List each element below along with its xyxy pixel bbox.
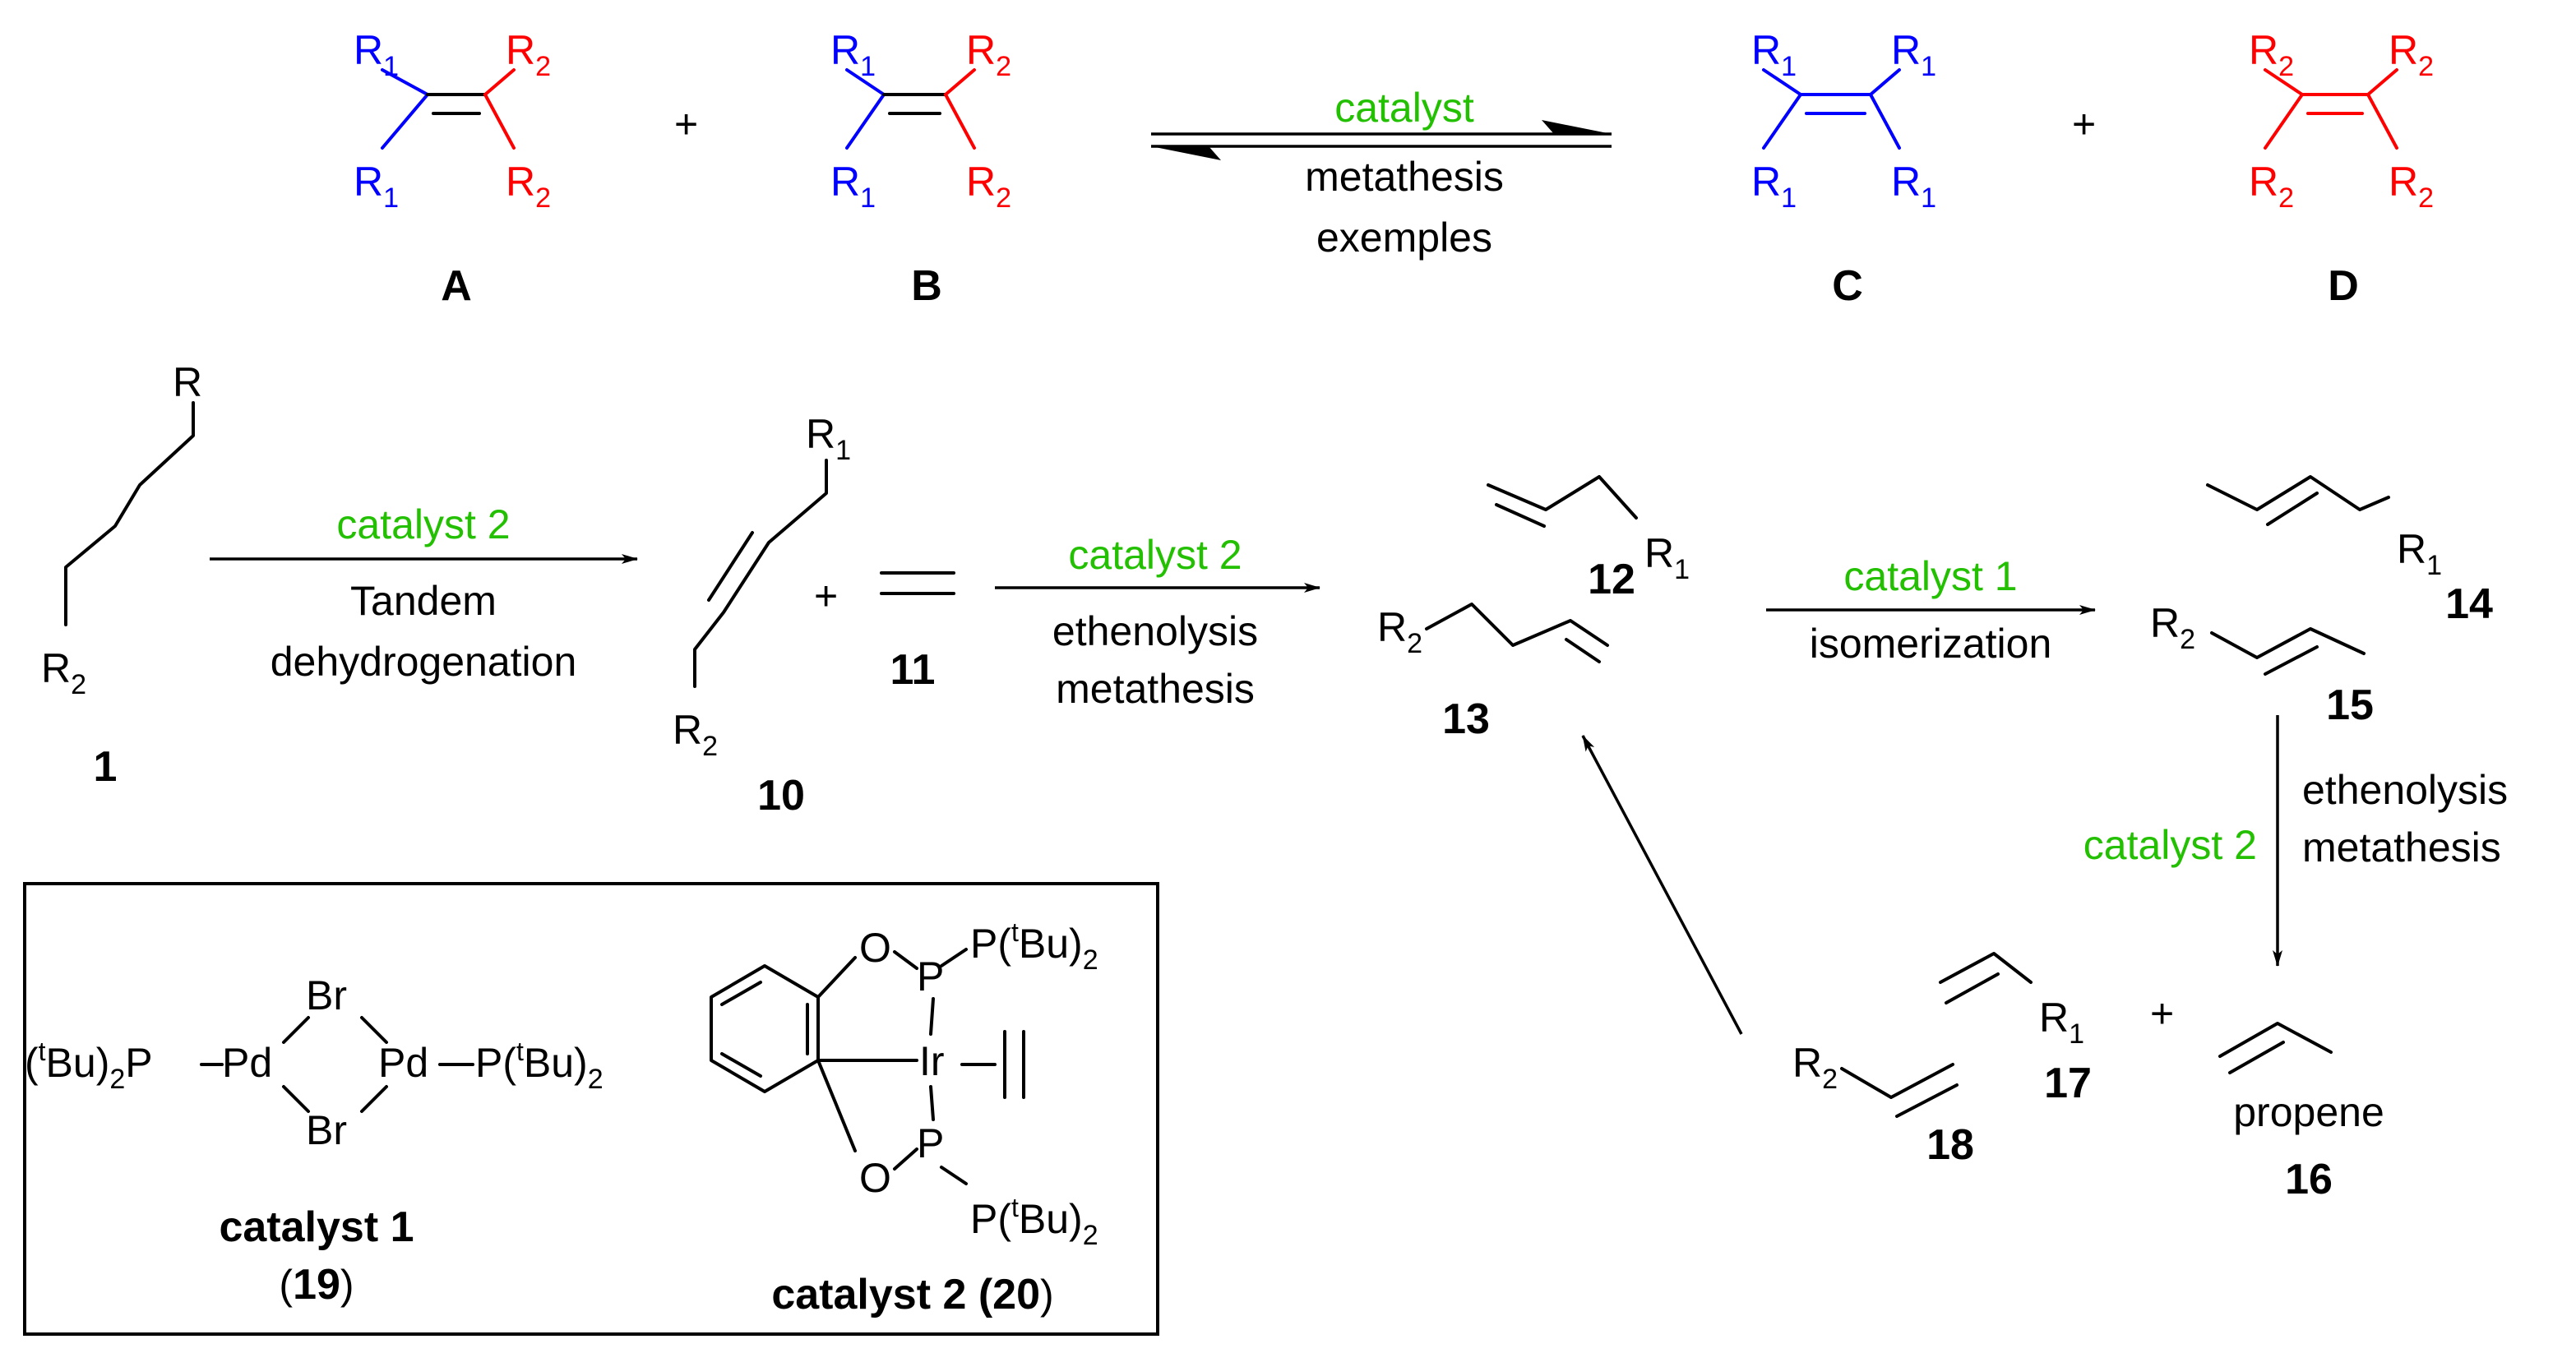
svg-text:R2: R2: [2389, 159, 2434, 214]
svg-text:R2: R2: [506, 159, 551, 214]
svg-text:P: P: [917, 1120, 944, 1166]
r2-metathesis-label: metathesis: [1056, 666, 1255, 712]
svg-text:R1: R1: [354, 27, 399, 82]
svg-text:P(tBu)2: P(tBu)2: [475, 1037, 604, 1095]
compound-17: R1: [1939, 952, 2084, 1050]
group-R1: R: [354, 27, 383, 73]
svg-text:R2: R2: [41, 645, 86, 700]
r4-metathesis-label: metathesis: [2302, 824, 2501, 870]
svg-text:R1: R1: [2397, 526, 2442, 581]
svg-text:R1: R1: [1751, 159, 1797, 214]
svg-text:R1: R1: [2039, 995, 2084, 1050]
svg-text:R2: R2: [966, 159, 1011, 214]
svg-text:R1: R1: [830, 27, 876, 82]
compound-12: R1: [1487, 475, 1690, 585]
molecule-B: R1 R1 R2 R2: [830, 27, 1011, 214]
propene-label: propene: [2233, 1089, 2384, 1135]
molecule-C: R1 R1 R1 R1: [1751, 27, 1936, 214]
r1-tandem-label: Tandem: [350, 578, 497, 624]
r4-catalyst-label: catalyst 2: [2083, 822, 2257, 868]
plus-sign: +: [2072, 101, 2096, 147]
r4-ethenolysis-label: ethenolysis: [2302, 767, 2508, 813]
compound-16-propene: [2218, 1022, 2333, 1074]
molecule-A: R1 R1 R2 R2: [354, 27, 551, 214]
catalyst-1-number: (19): [279, 1261, 354, 1309]
svg-text:R1: R1: [830, 159, 876, 214]
svg-text:Br: Br: [306, 972, 347, 1018]
svg-text:Pd: Pd: [378, 1040, 428, 1086]
compound-10-alkene: R1 R2: [673, 411, 851, 762]
compound-15: R2: [2150, 600, 2366, 676]
catalyst-box: [23, 882, 1159, 1336]
label-compound-18: 18: [1926, 1121, 1974, 1169]
svg-text:P(tBu)2: P(tBu)2: [970, 917, 1098, 976]
label-A: A: [441, 262, 472, 310]
svg-text:R2: R2: [2249, 159, 2294, 214]
label-compound-16: 16: [2285, 1156, 2333, 1203]
svg-text:Pd: Pd: [222, 1040, 272, 1086]
compound-13: R2: [1377, 603, 1609, 663]
svg-text:R2: R2: [966, 27, 1011, 82]
catalyst-2-structure: O P P(tBu)2 Ir O P P(tBu)2: [710, 917, 1098, 1251]
label-compound-13: 13: [1442, 695, 1490, 743]
molecule-D: R2 R2 R2 R2: [2249, 27, 2434, 214]
top-metathesis-label: metathesis: [1305, 154, 1504, 200]
compound-14: R1: [2206, 475, 2442, 581]
catalyst-1-structure: (tBu)2P Pd Br Br Pd P(tBu)2: [25, 972, 604, 1153]
svg-text:Br: Br: [306, 1107, 347, 1153]
svg-text:R2: R2: [673, 707, 718, 762]
svg-text:R1: R1: [1891, 159, 1936, 214]
label-compound-1: 1: [94, 743, 118, 791]
svg-text:R1: R1: [806, 411, 851, 466]
svg-text:R2: R2: [2150, 600, 2195, 655]
label-B: B: [911, 262, 942, 310]
label-compound-15: 15: [2326, 681, 2374, 729]
label-compound-17: 17: [2044, 1060, 2092, 1107]
group-R2: R: [506, 27, 535, 73]
label-compound-11: 11: [890, 646, 936, 694]
catalyst-1-label: catalyst 1: [219, 1203, 414, 1251]
compound-11-ethylene: [880, 571, 955, 595]
r3-catalyst-label: catalyst 1: [1843, 553, 2017, 599]
r2-ethenolysis-label: ethenolysis: [1052, 608, 1258, 654]
svg-text:R2: R2: [506, 27, 551, 82]
r1-dehydrogenation-label: dehydrogenation: [271, 639, 577, 685]
svg-text:O: O: [859, 1155, 891, 1201]
top-exemples-label: exemples: [1316, 215, 1492, 261]
label-C: C: [1832, 262, 1863, 310]
svg-text:P(tBu)2: P(tBu)2: [970, 1193, 1098, 1251]
svg-text:R1: R1: [1751, 27, 1797, 82]
svg-text:(tBu)2P: (tBu)2P: [25, 1037, 153, 1095]
svg-text:Ir: Ir: [919, 1038, 945, 1084]
r2-catalyst-label: catalyst 2: [1068, 532, 1242, 578]
r3-isomerization-label: isomerization: [1810, 621, 2052, 667]
svg-text:R1: R1: [354, 159, 399, 214]
svg-text:R2: R2: [2389, 27, 2434, 82]
svg-text:R2: R2: [2249, 27, 2294, 82]
compound-1-alkane: R R2: [41, 359, 202, 700]
top-catalyst-label: catalyst: [1334, 85, 1474, 131]
label-compound-12: 12: [1588, 556, 1635, 603]
label-compound-14: 14: [2445, 580, 2493, 628]
svg-text:P: P: [917, 954, 944, 1000]
svg-text:R1: R1: [1891, 27, 1936, 82]
compound-18: R2: [1792, 1040, 1959, 1118]
label-D: D: [2328, 262, 2359, 310]
equilibrium-arrow: [1151, 120, 1612, 160]
arrow-recycle: [1581, 735, 1743, 1035]
svg-text:R2: R2: [1792, 1040, 1838, 1095]
catalyst-2-label: catalyst 2 (20): [771, 1271, 1053, 1318]
r1-catalyst-label: catalyst 2: [336, 501, 510, 547]
svg-text:R2: R2: [1377, 604, 1422, 659]
plus-sign: +: [2150, 991, 2174, 1037]
plus-sign: +: [814, 573, 838, 619]
label-compound-10: 10: [757, 772, 805, 820]
svg-text:R: R: [173, 359, 202, 405]
plus-sign: +: [674, 101, 698, 147]
svg-text:R1: R1: [1644, 530, 1690, 585]
svg-text:O: O: [859, 925, 891, 971]
